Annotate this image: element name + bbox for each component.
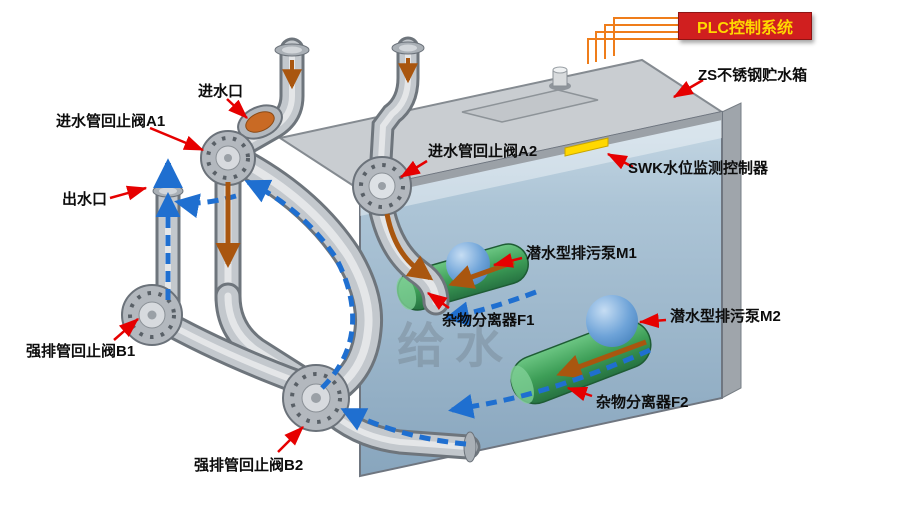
valve-b2-shape bbox=[282, 364, 350, 432]
label-storage-tank: ZS不锈钢贮水箱 bbox=[698, 67, 808, 84]
vent-cap bbox=[549, 66, 571, 91]
water-level-sensor-strip bbox=[564, 137, 609, 157]
label-swk-controller: SWK水位监测控制器 bbox=[628, 160, 768, 177]
flow-arrows-brown bbox=[215, 58, 434, 281]
watermark-text: 给水 bbox=[397, 320, 513, 373]
annotation-arrows bbox=[109, 78, 704, 453]
valve-a1-shape bbox=[200, 130, 256, 186]
plc-wiring bbox=[587, 17, 678, 64]
label-separator-f2: 杂物分离器F2 bbox=[596, 394, 689, 411]
arrow-valve-a2 bbox=[399, 159, 428, 179]
valve-a2-shape bbox=[352, 156, 412, 216]
valve-b1-shape bbox=[121, 284, 183, 346]
arrow-valve-a1 bbox=[149, 126, 205, 152]
arrow-pump-m2 bbox=[638, 313, 667, 329]
tank-side bbox=[721, 102, 742, 399]
label-outlet-port: 出水口 bbox=[62, 191, 108, 208]
label-inlet-check-valve-a1: 进水管回止阀A1 bbox=[56, 113, 166, 130]
arrow-outlet-port bbox=[109, 185, 148, 201]
arrow-swk bbox=[606, 152, 634, 170]
arrow-tank bbox=[672, 78, 704, 99]
arrow-valve-b1 bbox=[113, 318, 139, 341]
label-separator-f1: 杂物分离器F1 bbox=[442, 312, 535, 329]
label-discharge-valve-b2: 强排管回止阀B2 bbox=[194, 457, 304, 474]
label-pump-m1: 潜水型排污泵M1 bbox=[526, 245, 637, 262]
arrow-valve-b2 bbox=[277, 426, 304, 453]
label-discharge-valve-b1: 强排管回止阀B1 bbox=[26, 343, 136, 360]
pump-m2-shape bbox=[586, 295, 638, 347]
pipe-network bbox=[145, 36, 481, 460]
plc-control-box: PLC控制系统 bbox=[678, 12, 812, 40]
access-hatch bbox=[461, 89, 599, 123]
label-inlet-check-valve-a2: 进水管回止阀A2 bbox=[428, 143, 538, 160]
arrow-inlet-port bbox=[226, 98, 248, 119]
arrow-pump-m1 bbox=[492, 253, 523, 268]
arrow-separator-f2 bbox=[566, 386, 593, 402]
tank-lid-edge bbox=[360, 112, 722, 198]
arrow-separator-f1 bbox=[426, 291, 450, 311]
label-inlet-port: 进水口 bbox=[198, 83, 244, 100]
label-pump-m2: 潜水型排污泵M2 bbox=[670, 308, 781, 325]
inlet-opening bbox=[237, 104, 283, 140]
